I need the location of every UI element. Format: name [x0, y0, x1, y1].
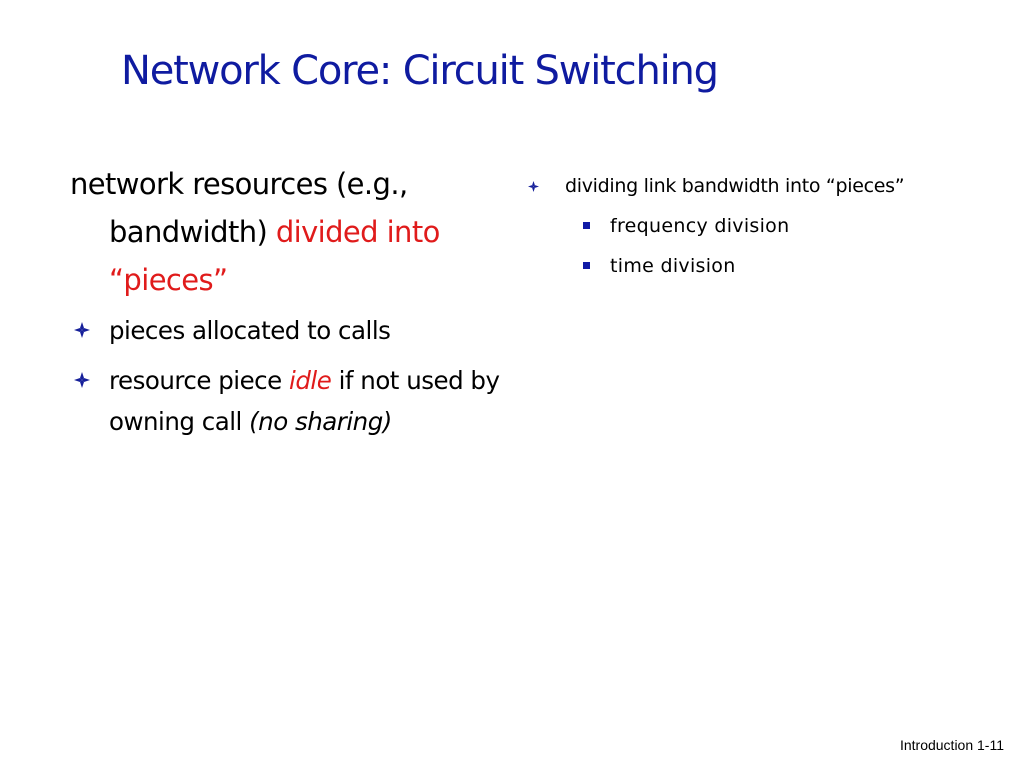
sub-bullet-text: time division — [610, 255, 736, 277]
bullet-text: if not used by owning call — [109, 366, 500, 436]
sub-bullet-list: frequency division time division — [565, 206, 926, 286]
left-column: network resources (e.g., bandwidth) divi… — [70, 160, 510, 451]
lead-statement: network resources (e.g., bandwidth) divi… — [70, 160, 510, 304]
right-column: dividing link bandwidth into “pieces” fr… — [526, 172, 926, 286]
square-bullet-icon — [583, 262, 590, 269]
diamond-bullet-icon — [528, 181, 539, 192]
sub-list-item: frequency division — [565, 206, 926, 246]
sub-list-item: time division — [565, 246, 926, 286]
lead-highlight: divided into “pieces” — [109, 215, 440, 297]
diamond-bullet-icon — [74, 372, 90, 388]
no-sharing-emphasis: (no sharing) — [249, 407, 392, 436]
slide-title: Network Core: Circuit Switching — [121, 48, 719, 94]
square-bullet-icon — [583, 222, 590, 229]
right-bullet-list: dividing link bandwidth into “pieces” fr… — [526, 172, 926, 286]
diamond-bullet-icon — [74, 322, 90, 338]
bullet-text: resource piece — [109, 366, 290, 395]
left-bullet-list: pieces allocated to calls resource piece… — [70, 310, 510, 442]
list-item: pieces allocated to calls — [70, 310, 510, 351]
idle-emphasis: idle — [289, 366, 332, 395]
list-item: dividing link bandwidth into “pieces” fr… — [526, 172, 926, 286]
list-item: resource piece idle if not used by ownin… — [70, 360, 510, 442]
sub-bullet-text: frequency division — [610, 215, 790, 237]
lead-text: network resources (e.g., bandwidth) — [70, 167, 408, 249]
bullet-text: pieces allocated to calls — [109, 316, 391, 345]
bullet-text: dividing link bandwidth into “pieces” — [565, 175, 905, 197]
slide-footer: Introduction 1-11 — [899, 737, 1004, 753]
